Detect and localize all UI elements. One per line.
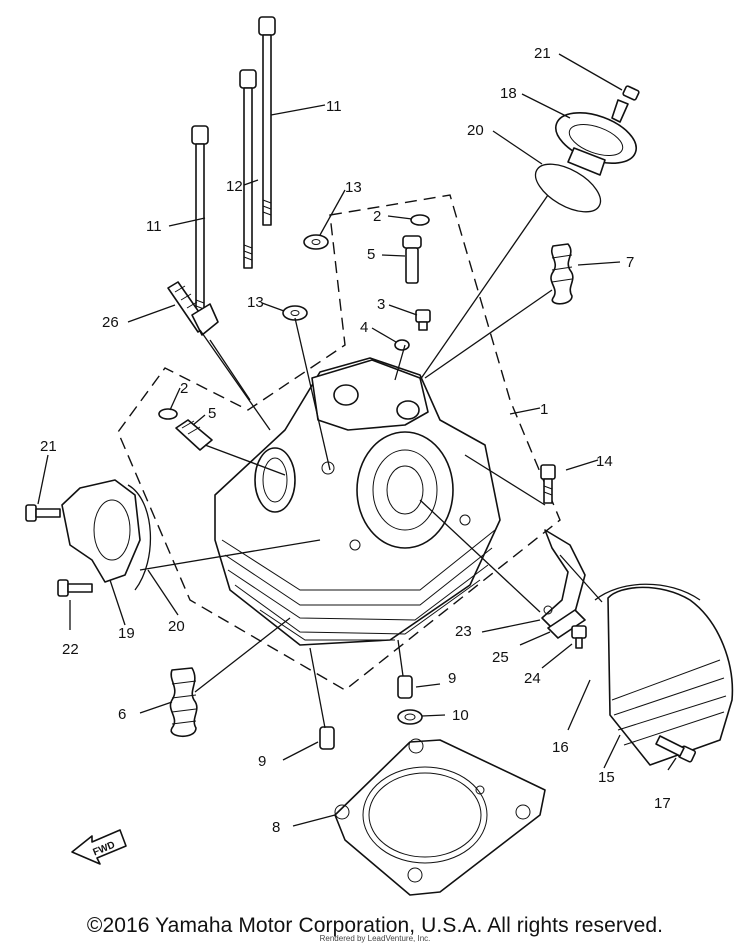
cap-18	[555, 112, 637, 176]
label-4: 4	[360, 319, 368, 336]
clip-2-upper	[410, 214, 430, 226]
valve-guide-5-left	[175, 419, 213, 451]
spring-7	[550, 243, 574, 305]
copyright-notice: ©2016 Yamaha Motor Corporation, U.S.A. A…	[86, 914, 664, 937]
spring-6	[169, 667, 198, 738]
label-10: 10	[452, 707, 469, 724]
label-1: 1	[540, 401, 548, 418]
cylinder-head	[214, 357, 501, 646]
cap-19	[61, 479, 141, 583]
label-5-left: 5	[208, 405, 216, 422]
label-22: 22	[62, 641, 79, 658]
bolt-21-left	[25, 504, 61, 522]
label-2-left: 2	[180, 380, 188, 397]
valve-guide-5-upper	[402, 235, 422, 284]
label-8: 8	[272, 819, 280, 836]
label-3: 3	[377, 296, 385, 313]
spark-plug-26	[167, 281, 219, 336]
o-ring-20-upper	[534, 163, 602, 213]
long-bolt-11-right	[258, 16, 276, 226]
leader-lines	[37, 53, 677, 827]
washer-13-lower	[282, 305, 308, 321]
label-13-upper: 13	[345, 179, 362, 196]
long-bolt-12	[239, 69, 257, 269]
label-21-upper: 21	[534, 45, 551, 62]
label-13-lower: 13	[247, 294, 264, 311]
collar-10	[397, 709, 423, 725]
label-9-left: 9	[258, 753, 266, 770]
label-17: 17	[654, 795, 671, 812]
label-11-right: 11	[326, 98, 342, 115]
dowel-9-right	[397, 675, 413, 699]
label-11-left: 11	[146, 218, 162, 235]
gasket-20-left	[127, 484, 152, 591]
label-14: 14	[596, 453, 613, 470]
label-20-upper: 20	[467, 122, 484, 139]
label-19: 19	[118, 625, 135, 642]
label-9-right: 9	[448, 670, 456, 687]
head-gasket-8	[334, 738, 546, 896]
long-bolt-11-left	[191, 125, 209, 327]
bolt-24	[571, 625, 587, 649]
bracket-25	[547, 609, 586, 639]
label-15: 15	[598, 769, 615, 786]
washer-13-upper	[303, 234, 329, 250]
label-12: 12	[226, 178, 243, 195]
label-24: 24	[524, 670, 541, 687]
bolt-3	[415, 309, 431, 331]
label-18: 18	[500, 85, 517, 102]
washer-4	[394, 339, 410, 351]
rendered-by-watermark: Rendered by LeadVenture, Inc.	[319, 934, 431, 943]
label-26: 26	[102, 314, 119, 331]
label-25: 25	[492, 649, 509, 666]
gasket-16	[594, 583, 701, 601]
clip-2-left	[158, 408, 178, 420]
label-2-upper: 2	[373, 208, 381, 225]
label-5-upper: 5	[367, 246, 375, 263]
label-21-left: 21	[40, 438, 57, 455]
dowel-9-left	[319, 726, 335, 750]
label-16: 16	[552, 739, 569, 756]
label-7: 7	[626, 254, 634, 271]
bracket-23	[541, 529, 586, 629]
assembly-outline	[117, 194, 561, 691]
bolt-22	[57, 579, 93, 597]
label-23: 23	[455, 623, 472, 640]
fwd-arrow-icon: FWD	[71, 829, 127, 865]
label-20-left: 20	[168, 618, 185, 635]
bolt-17	[655, 735, 697, 763]
part-labels: 21 18 20 11 12 11 13 2 5 7 26 13 3 4 2 5…	[40, 45, 671, 836]
cover-15	[607, 586, 734, 766]
bolt-14	[540, 464, 556, 504]
bolt-21-upper	[611, 85, 640, 123]
label-6: 6	[118, 706, 126, 723]
